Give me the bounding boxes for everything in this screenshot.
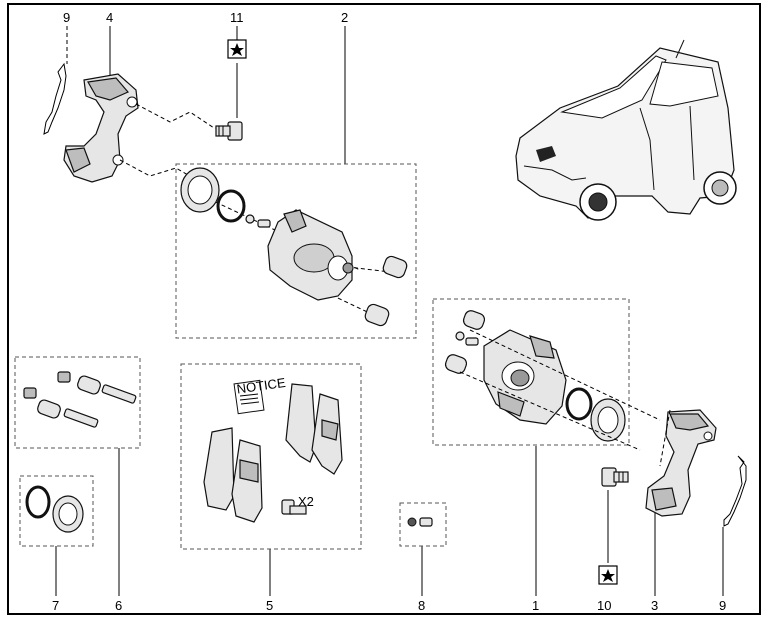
bolt-10 — [601, 467, 629, 487]
kit-box-8 — [399, 502, 447, 547]
assembly-line-f — [469, 329, 661, 421]
assembly-line-h — [659, 409, 671, 467]
assembly-line-b — [119, 159, 201, 183]
caliper-body-1 — [483, 329, 567, 425]
callout-2: 2 — [341, 10, 348, 25]
spring-clip-top — [43, 62, 67, 135]
kit-box-2 — [175, 163, 417, 339]
pad-bolt — [281, 499, 307, 515]
callout-4: 4 — [106, 10, 113, 25]
kit-box-6 — [14, 356, 141, 449]
kit-box-1 — [432, 298, 630, 446]
bolt-quantity: X2 — [298, 494, 314, 509]
callout-9-bottom: 9 — [719, 598, 726, 613]
guide-pin-boot-1a — [462, 310, 486, 330]
callout-8: 8 — [418, 598, 425, 613]
bleeder-kit-8 — [407, 517, 433, 527]
callout-11: 11 — [230, 10, 244, 25]
piston-seal-ring-large — [180, 167, 220, 213]
spring-clip-bottom — [723, 455, 747, 527]
caliper-body-2 — [267, 209, 354, 301]
bolt-11 — [215, 121, 243, 141]
kit-box-7 — [19, 475, 94, 547]
star-box-10 — [598, 565, 618, 585]
callout-3: 3 — [651, 598, 658, 613]
assembly-line-g — [459, 371, 641, 451]
caliper-bracket-right — [645, 409, 717, 517]
star-icon — [601, 569, 615, 582]
guide-pin-kit-6 — [23, 371, 137, 428]
callout-9-top: 9 — [63, 10, 70, 25]
guide-pin-boot-2b — [364, 303, 390, 327]
star-icon — [230, 43, 244, 56]
callout-7: 7 — [52, 598, 59, 613]
guide-pin-boot-2a — [382, 255, 408, 279]
piston-seal-ring-small-1 — [565, 387, 593, 421]
caliper-bracket-left — [63, 73, 139, 183]
assembly-line-a — [135, 103, 228, 129]
svg-text:NOTICE: NOTICE — [236, 375, 287, 397]
seal-ring-7a — [25, 485, 51, 519]
bleed-screw-1 — [455, 331, 479, 346]
diagram-border — [7, 3, 761, 615]
piston-seal-ring-small — [216, 189, 246, 223]
seal-ring-7b — [52, 495, 84, 533]
callout-6: 6 — [115, 598, 122, 613]
brake-pads-kit-5: NOTICE X2 — [203, 375, 343, 523]
callout-5: 5 — [266, 598, 273, 613]
callout-10: 10 — [597, 598, 611, 613]
bleed-screw — [245, 214, 271, 228]
callout-1: 1 — [532, 598, 539, 613]
guide-pin-boot-1b — [444, 354, 468, 374]
vehicle-illustration — [515, 39, 737, 221]
instruction-leaflet: NOTICE — [233, 375, 287, 415]
kit-box-5 — [180, 363, 362, 550]
piston-seal-ring-large-1 — [590, 398, 626, 442]
star-box-11 — [227, 39, 247, 59]
